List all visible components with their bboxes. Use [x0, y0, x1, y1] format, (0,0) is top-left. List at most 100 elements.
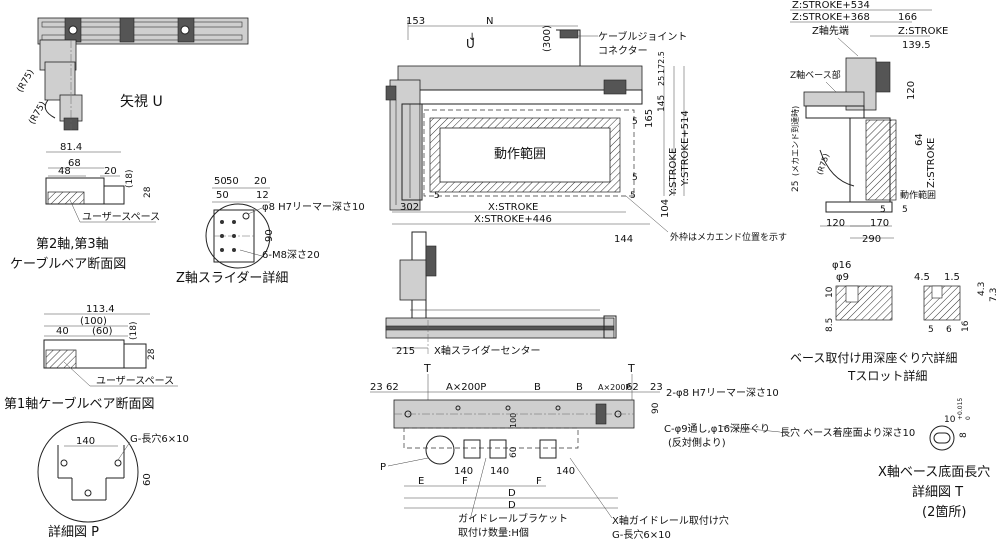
fv-y-stroke-514: Y:STROKE+514 — [680, 110, 691, 187]
dt-tol: +0.015 — [957, 398, 964, 420]
fv-u: U — [466, 37, 475, 51]
sv-d1395: 139.5 — [902, 40, 931, 51]
c1-d6: 28 — [147, 348, 157, 360]
bv-e: E — [418, 476, 424, 487]
sv-z-base: Z軸ベース部 — [790, 69, 841, 81]
c23-d4: 20 — [104, 166, 117, 177]
p-d3: 60 — [142, 473, 153, 486]
ts-title-b: Tスロット詳細 — [847, 368, 927, 383]
mv-x-center: X軸スライダーセンター — [434, 344, 540, 357]
bv-rail2: G-長穴6×10 — [612, 528, 671, 541]
c1-title: 第1軸ケーブルベア断面図 — [4, 396, 155, 412]
sv-d25b: 25 — [791, 181, 801, 192]
sv-d5b: 5 — [880, 205, 886, 215]
zs-d3: 20 — [254, 176, 267, 187]
bv-c-hole2: (反対側より) — [668, 436, 726, 449]
c23-d3: 48 — [58, 166, 71, 177]
bv-t2: T — [627, 362, 635, 375]
sv-op-range: 動作範囲 — [900, 189, 936, 201]
fv-y-stroke: Y:STROKE — [668, 148, 679, 197]
fv-d5d: 5 — [632, 173, 638, 183]
p-title: 詳細図 P — [48, 524, 99, 540]
fv-x-stroke-446: X:STROKE+446 — [474, 214, 552, 225]
bv-f1: F — [462, 476, 468, 487]
dt-d10: 10 — [944, 415, 956, 425]
fv-d153: 153 — [406, 16, 425, 27]
middle-view: 215 X軸スライダーセンター — [385, 231, 617, 357]
bv-p: P — [380, 462, 386, 473]
c23-title-b: ケーブルベア断面図 — [10, 256, 126, 272]
c23-title-a: 第2軸,第3軸 — [36, 237, 109, 252]
c23-d5: (18) — [125, 170, 135, 188]
bv-dd2: D — [508, 500, 516, 511]
sv-d170: 170 — [870, 218, 889, 229]
bv-t1: T — [423, 362, 431, 375]
bv-f2: F — [536, 476, 542, 487]
fv-d104: 104 — [660, 199, 671, 218]
side-view: Z:STROKE+534 Z:STROKE+368 166 Z:STROKE Z… — [790, 0, 948, 245]
sv-d166: 166 — [898, 12, 917, 23]
c1-d2: (100) — [80, 316, 107, 327]
fv-u-arrow: ↓ — [468, 32, 476, 43]
c23-d2: 68 — [68, 158, 81, 169]
bv-bracket1: ガイドレールブラケット — [458, 512, 568, 525]
ts-d16: φ16 — [832, 260, 851, 271]
fv-n: N — [486, 16, 493, 27]
sv-z368: Z:STROKE+368 — [792, 12, 870, 23]
sv-zs: Z:STROKE — [898, 26, 948, 37]
tslot-detail: φ16 φ9 4.5 1.5 10 4.3 7.3 8.5 5 6 16 ベース… — [790, 260, 999, 383]
c23-d1: 81.4 — [60, 142, 82, 153]
zs-title: Z軸スライダー詳細 — [176, 270, 288, 286]
zs-d2: 50 — [226, 176, 239, 187]
bv-a200p: A×200P — [446, 382, 486, 393]
bv-d62a: 62 — [386, 382, 399, 393]
c1-d4: (60) — [92, 326, 113, 337]
ts-d45: 4.5 — [914, 272, 930, 283]
bv-a200p2: A×200P — [598, 383, 630, 392]
ts-d15: 1.5 — [944, 272, 960, 283]
fv-cable-joint-2: コネクター — [598, 45, 648, 57]
fv-cable-joint-1: ケーブルジョイント — [598, 30, 687, 43]
dt-title-b: 詳細図 T — [912, 484, 963, 500]
ts-d5: 5 — [928, 325, 934, 335]
bv-d90: 90 — [651, 402, 661, 414]
fv-d1725: 172.5 — [657, 51, 666, 74]
bv-c-hole: C-φ9通し,φ16深座ぐり — [664, 422, 770, 435]
zs-d4: 50 — [216, 190, 229, 201]
ts-d6: 6 — [946, 325, 952, 335]
sv-z534: Z:STROKE+534 — [792, 0, 870, 11]
detail-p: 140 G-長穴6×10 60 詳細図 P — [37, 421, 189, 540]
ts-d73: 7.3 — [989, 288, 999, 302]
p-d1: 140 — [76, 436, 95, 447]
bottom-view: T T 23 62 A×200P B B A×200P 62 23 2-φ8 H… — [370, 362, 915, 541]
p-d2: G-長穴6×10 — [130, 432, 189, 445]
bv-rail1: X軸ガイドレール取付け穴 — [612, 514, 729, 527]
cable1-section: 113.4 (100) 40 (60) (18) 28 ユーザースペース 第1軸… — [4, 304, 178, 412]
cable23-section: 81.4 68 48 20 (18) 28 ユーザースペース 第2軸,第3軸 ケ… — [10, 142, 160, 272]
view-u: (R75) (R75) 矢視 U — [15, 17, 249, 131]
ts-d43: 4.3 — [977, 282, 987, 296]
bv-d100: 100 — [509, 413, 518, 428]
fv-d300: (300) — [542, 25, 553, 52]
c1-d3: 40 — [56, 326, 69, 337]
sv-d120a: 120 — [906, 81, 917, 100]
fv-d302: 302 — [400, 202, 419, 213]
z-slider-detail: 50 50 20 50 12 φ8 H7リーマー深さ10 90 6-M8深さ20… — [176, 176, 365, 286]
sv-r75: (R75) — [815, 152, 831, 176]
r75-label-2: (R75) — [27, 100, 48, 126]
bv-bracket2: 取付け数量:H個 — [458, 526, 529, 539]
ts-d85: 8.5 — [825, 318, 835, 332]
r75-label-1: (R75) — [15, 68, 36, 94]
bv-d140b: 140 — [490, 466, 509, 477]
fv-d5c: 5 — [632, 117, 638, 127]
dt-tol2: 0 — [965, 416, 972, 420]
bv-long-hole: 長穴 ベース着座面より深さ10 — [780, 426, 915, 439]
fv-d165: 165 — [644, 109, 655, 128]
dt-title-a: X軸ベース底面長穴 — [878, 464, 990, 480]
sv-zs2: Z:STROKE — [926, 138, 937, 188]
c1-user-space: ユーザースペース — [96, 375, 174, 387]
bv-d23a: 23 — [370, 382, 383, 393]
bv-ream: 2-φ8 H7リーマー深さ10 — [666, 387, 779, 399]
sv-z-tip: Z軸先端 — [812, 24, 849, 37]
